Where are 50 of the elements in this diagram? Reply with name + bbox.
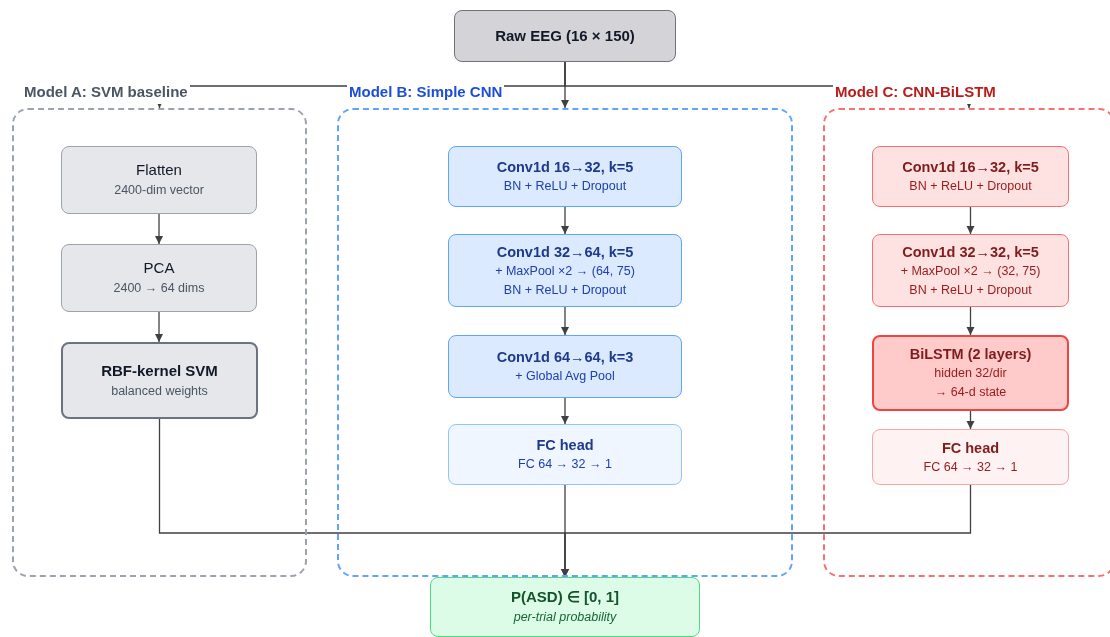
box-subtitle: BN + ReLU + Dropout xyxy=(503,179,627,195)
box-subtitle: hidden 32/dir xyxy=(934,366,1007,383)
box-subtitle: → 64-d state xyxy=(934,385,1007,401)
arrow xyxy=(155,213,163,245)
box-subtitle: per-trial probability xyxy=(513,610,617,626)
box-title: FC head xyxy=(941,438,1000,457)
layer-box xyxy=(872,146,1069,207)
box-title: RBF-kernel SVM xyxy=(101,361,218,381)
process-box xyxy=(61,244,257,312)
box-title: Raw EEG (16 × 150) xyxy=(495,26,635,46)
arrow xyxy=(561,206,569,235)
box-subtitle: BN + ReLU + Dropout xyxy=(909,179,1032,195)
output-box xyxy=(430,577,700,637)
box-title: Conv1d 64→64, k=3 xyxy=(496,348,634,367)
box-subtitle: BN + ReLU + Dropout xyxy=(503,282,627,299)
arrow xyxy=(966,206,975,235)
arrow xyxy=(966,410,975,430)
classifier-box xyxy=(61,342,258,419)
arrow xyxy=(561,397,569,425)
layer-box xyxy=(448,146,682,207)
box-subtitle: + MaxPool ×2 → (32, 75) xyxy=(900,263,1041,280)
process-box xyxy=(61,146,257,214)
box-subtitle: 2400-dim vector xyxy=(114,183,204,199)
input-box xyxy=(454,10,676,62)
arrow xyxy=(155,311,163,343)
box-title: Conv1d 32→64, k=5 xyxy=(496,242,634,261)
box-subtitle: + Global Avg Pool xyxy=(515,369,615,385)
box-title: P(ASD) ∈ [0, 1] xyxy=(511,588,619,608)
box-title: PCA xyxy=(143,259,175,279)
box-title: BiLSTM (2 layers) xyxy=(909,345,1032,364)
box-subtitle: 2400 → 64 dims xyxy=(113,281,205,297)
box-subtitle: FC 64 → 32 → 1 xyxy=(923,459,1018,476)
box-subtitle: BN + ReLU + Dropout xyxy=(909,282,1032,299)
box-subtitle: + MaxPool ×2 → (64, 75) xyxy=(495,263,635,280)
arrow xyxy=(561,306,569,336)
box-subtitle: balanced weights xyxy=(111,383,208,400)
layer-box xyxy=(448,335,682,398)
box-title: Conv1d 16→32, k=5 xyxy=(496,158,634,177)
box-title: Flatten xyxy=(136,161,182,181)
arrow xyxy=(561,484,972,578)
layer-box xyxy=(448,234,682,307)
box-title: Conv1d 16→32, k=5 xyxy=(902,158,1039,177)
box-subtitle: FC 64 → 32 → 1 xyxy=(518,457,612,473)
arrow xyxy=(966,306,975,336)
head-box xyxy=(448,424,682,485)
layer-box xyxy=(872,335,1069,411)
layer-box xyxy=(872,234,1069,307)
head-box xyxy=(872,429,1069,485)
box-title: FC head xyxy=(536,436,594,455)
box-title: Conv1d 32→32, k=5 xyxy=(902,242,1039,261)
